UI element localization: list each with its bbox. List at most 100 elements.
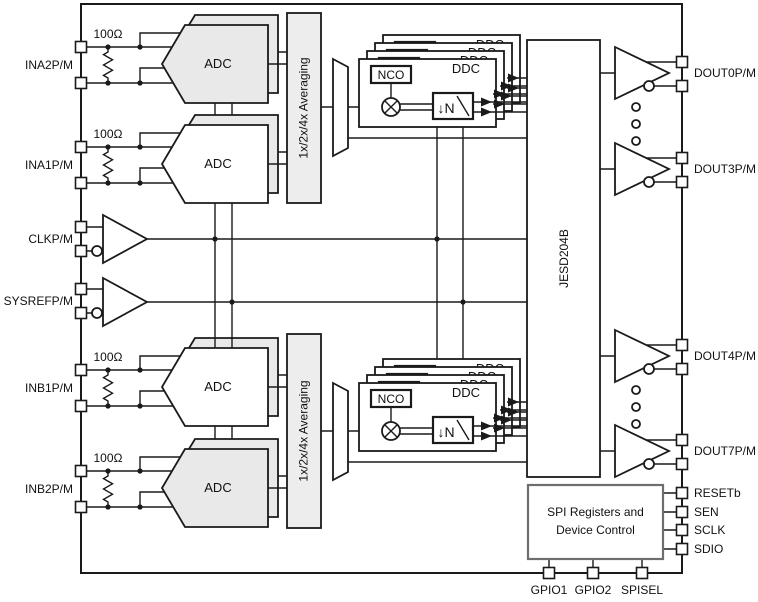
driver-wires bbox=[600, 344, 676, 370]
more-channels-ellipsis-bottom bbox=[631, 385, 641, 429]
arrowhead bbox=[494, 89, 505, 99]
junction-dot bbox=[229, 299, 235, 305]
input-wires bbox=[81, 132, 186, 184]
arrowhead bbox=[494, 413, 505, 423]
input-wires bbox=[81, 355, 186, 407]
junction-dot bbox=[137, 504, 143, 510]
ellipsis-dot bbox=[631, 119, 641, 129]
driver-wires bbox=[600, 61, 676, 87]
resistor-value-label: 100Ω bbox=[94, 27, 123, 41]
ellipsis-dot bbox=[631, 136, 641, 146]
adc-output-wires bbox=[268, 475, 287, 489]
junction-dot bbox=[105, 180, 111, 186]
arrowhead bbox=[508, 83, 519, 93]
pin-doutm bbox=[675, 457, 689, 471]
averaging-label: 1x/2x/4x Averaging bbox=[297, 380, 311, 481]
clock-input: CLKP/M bbox=[28, 213, 527, 265]
mux-trapezoid bbox=[332, 57, 349, 158]
ddc-chain-b: DDC DDC DDC DDC NCO ↓N bbox=[321, 358, 527, 482]
junction-dot bbox=[105, 44, 111, 50]
pin-sen bbox=[675, 505, 689, 519]
pin-inbp bbox=[74, 464, 88, 478]
ellipsis-dot bbox=[631, 102, 641, 112]
sysref-input: SYSREFP/M bbox=[4, 276, 527, 328]
pin-resetb bbox=[675, 486, 689, 500]
adc-clock-spines bbox=[214, 103, 233, 439]
junction-dot bbox=[212, 236, 218, 242]
adc-label: ADC bbox=[204, 156, 231, 171]
pin-label: DOUT4P/M bbox=[694, 349, 756, 363]
spi-rect bbox=[526, 483, 665, 561]
adc-label: ADC bbox=[204, 480, 231, 495]
pin-gpio1 bbox=[542, 566, 556, 580]
pin-label: DOUT0P/M bbox=[694, 66, 756, 80]
driver-triangle bbox=[614, 328, 672, 384]
nco-label: NCO bbox=[378, 68, 405, 82]
clock-buffer-triangle bbox=[102, 213, 149, 265]
adc-output-wires bbox=[268, 51, 287, 65]
mixer-x bbox=[384, 424, 398, 438]
ddc-chain-a: DDC DDC DDC DDC NCO ↓N bbox=[321, 34, 527, 158]
junction-dot bbox=[105, 504, 111, 510]
junction-dot bbox=[105, 468, 111, 474]
pin-inbp bbox=[74, 363, 88, 377]
mixer-to-decimator-wires bbox=[400, 427, 433, 435]
junction-dot bbox=[105, 80, 111, 86]
input-wires bbox=[81, 456, 186, 508]
arrowhead bbox=[508, 73, 519, 83]
decimation-label: ↓N bbox=[437, 424, 454, 440]
adc-shape bbox=[160, 347, 269, 427]
pin-label: GPIO1 bbox=[531, 583, 568, 597]
sysref-wires bbox=[81, 288, 527, 314]
pin-label: GPIO2 bbox=[575, 583, 612, 597]
pin-inam bbox=[74, 176, 88, 190]
spi-label-line2: Device Control bbox=[556, 523, 635, 537]
arrowhead bbox=[481, 421, 492, 431]
decimation-filter-box bbox=[431, 415, 475, 445]
driver-wires bbox=[600, 439, 676, 465]
more-channels-ellipsis-top bbox=[631, 102, 641, 146]
pin-sysrefm bbox=[74, 306, 88, 320]
ddc-clock-verticals bbox=[436, 127, 464, 359]
junction-dot bbox=[105, 403, 111, 409]
pin-label: SDIO bbox=[694, 542, 723, 556]
pin-inap bbox=[74, 140, 88, 154]
pin-inap bbox=[74, 40, 88, 54]
pin-inam bbox=[74, 76, 88, 90]
pin-doutp bbox=[675, 338, 689, 352]
adc-shape bbox=[160, 124, 269, 204]
output-driver-dout4: DOUT4P/M bbox=[600, 328, 756, 384]
pin-clkp bbox=[74, 220, 88, 234]
input-channel-inb2: 100Ω ADC INB2P/M bbox=[25, 438, 287, 528]
inverting-bubble bbox=[643, 176, 655, 188]
termination-resistor bbox=[102, 370, 114, 406]
inverting-bubble bbox=[91, 245, 103, 257]
resistor-value-label: 100Ω bbox=[94, 127, 123, 141]
adc-shape bbox=[160, 24, 269, 104]
spi-label-line1: SPI Registers and bbox=[547, 505, 644, 519]
averaging-rect bbox=[286, 12, 322, 204]
termination-resistor bbox=[102, 471, 114, 507]
pin-doutp bbox=[675, 55, 689, 69]
junction-dot bbox=[137, 144, 143, 150]
junction-dot bbox=[137, 180, 143, 186]
arrowhead bbox=[481, 107, 492, 117]
pin-label: DOUT7P/M bbox=[694, 444, 756, 458]
resistor-value-label: 100Ω bbox=[94, 350, 123, 364]
adc-label: ADC bbox=[204, 379, 231, 394]
jesd-block: JESD204B bbox=[526, 39, 601, 478]
pin-label: CLKP/M bbox=[28, 232, 73, 246]
arrowhead bbox=[501, 405, 512, 415]
pin-sysrefp bbox=[74, 282, 88, 296]
sysref-buffer-triangle bbox=[102, 276, 149, 328]
pin-doutm bbox=[675, 362, 689, 376]
pin-label: INA1P/M bbox=[25, 158, 73, 172]
arrowhead bbox=[494, 99, 505, 109]
output-driver-dout3: DOUT3P/M bbox=[600, 141, 756, 197]
averaging-label: 1x/2x/4x Averaging bbox=[297, 57, 311, 158]
averaging-block-a: 1x/2x/4x Averaging bbox=[286, 12, 322, 204]
adc-label: ADC bbox=[204, 56, 231, 71]
termination-resistor bbox=[102, 147, 114, 183]
nco-label: NCO bbox=[378, 392, 405, 406]
